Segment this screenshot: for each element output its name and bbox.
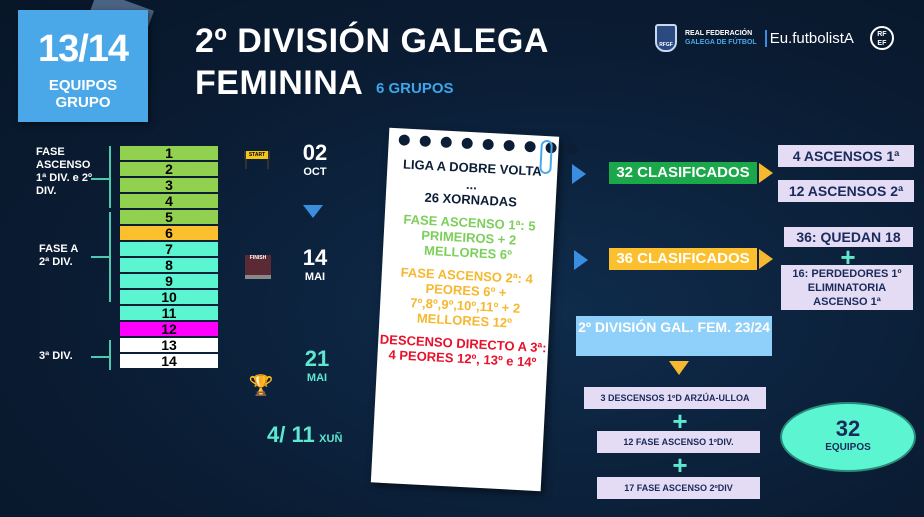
standings-row: 2 bbox=[120, 162, 218, 176]
next-season-box: 2º DIVISIÓN GAL. FEM. 23/24 bbox=[576, 316, 772, 356]
arrow-down-icon bbox=[303, 205, 323, 218]
total-teams-ellipse: 32 EQUIPOS bbox=[780, 402, 916, 472]
fase-ascenso-2-box: 17 FASE ASCENSO 2ºDIV bbox=[597, 477, 760, 499]
rfgf-badge-text: RFGF bbox=[659, 42, 673, 48]
plus-icon: + bbox=[840, 242, 856, 272]
plus-icon: + bbox=[672, 450, 688, 480]
standings-row: 4 bbox=[120, 194, 218, 208]
total-label: EQUIPOS bbox=[825, 442, 871, 453]
standings-row: 7 bbox=[120, 242, 218, 256]
group-label-fase-a: FASE A 2ª DIV. bbox=[39, 243, 78, 268]
badge-number: 13/14 bbox=[37, 28, 129, 70]
rfgf-name: REAL FEDERACIÓN bbox=[685, 30, 753, 37]
arrow-right-icon bbox=[759, 249, 773, 269]
arrow-right-icon bbox=[572, 164, 586, 184]
bracket-tick bbox=[91, 178, 109, 180]
final-month: XUÑ bbox=[319, 433, 343, 445]
rfgf-logo: RFGF bbox=[655, 24, 677, 52]
title-line2: FEMININA bbox=[195, 64, 364, 102]
standings-row: 10 bbox=[120, 290, 218, 304]
qualified-36: 36 CLASIFICADOS bbox=[609, 248, 757, 270]
arrow-right-icon bbox=[574, 250, 588, 270]
group-label-ascenso: FASE ASCENSO 1ª DIV. e 2º DIV. bbox=[36, 146, 92, 197]
standings-row: 5 bbox=[120, 210, 218, 224]
date-day: 21 bbox=[304, 346, 330, 371]
badge-line1: EQUIPOS bbox=[48, 77, 118, 94]
eu-futbolista-logo: Eu.futbolistA bbox=[764, 29, 854, 47]
total-number: 32 bbox=[835, 416, 861, 441]
rfef-logo: RF EF bbox=[869, 26, 894, 50]
trophy-icon: 🏆 bbox=[248, 375, 274, 397]
fase-ascenso-1-box: 12 FASE ASCENSO 1ºDIV. bbox=[597, 431, 760, 453]
descensos-box: 3 DESCENSOS 1ºD ARZÚA-ULLOA bbox=[584, 387, 766, 409]
arrow-right-icon bbox=[759, 163, 773, 183]
bracket bbox=[109, 146, 111, 208]
perdedores-16: 16: PERDEDORES 1º ELIMINATORIA ASCENSO 1… bbox=[781, 265, 913, 310]
note-card: LIGA A DOBRE VOLTA ... 26 XORNADAS FASE … bbox=[370, 127, 578, 492]
qualified-32: 32 CLASIFICADOS bbox=[609, 162, 757, 184]
plus-icon: + bbox=[672, 406, 688, 436]
ascensos-2: 12 ASCENSOS 2ª bbox=[778, 180, 914, 202]
note-descenso: DESCENSO DIRECTO A 3ª: 4 PEORES 12º, 13º… bbox=[379, 331, 547, 370]
rfef-text: RF EF bbox=[877, 31, 887, 47]
standings-row: 11 bbox=[120, 306, 218, 320]
date-final: 4/ 11 XUÑ bbox=[267, 422, 342, 448]
final-days: 4/ 11 bbox=[267, 422, 315, 447]
date-day: 14 bbox=[302, 245, 328, 270]
rfgf-name2: GALEGA DE FÚTBOL bbox=[685, 39, 757, 46]
note-ascenso2: FASE ASCENSO 2ª: 4 PEORES 6º + 7º,8º,9º,… bbox=[400, 264, 534, 331]
quedan-18: 36: QUEDAN 18 bbox=[784, 227, 913, 247]
finish-text: FINISH bbox=[249, 255, 267, 261]
standings-row: 3 bbox=[120, 178, 218, 192]
standings-row: 14 bbox=[120, 354, 218, 368]
standings-row: 13 bbox=[120, 338, 218, 352]
finish-icon: FINISH bbox=[245, 255, 271, 279]
standings-row: 9 bbox=[120, 274, 218, 288]
groups-count: 6 GRUPOS bbox=[376, 80, 454, 97]
date-month: MAI bbox=[306, 372, 328, 384]
teams-per-group-badge: 13/14 EQUIPOS GRUPO bbox=[18, 10, 148, 122]
date-month: MAI bbox=[304, 271, 326, 283]
logos: RFGF REAL FEDERACIÓN GALEGA DE FÚTBOL Eu.… bbox=[655, 24, 894, 52]
standings-row: 6 bbox=[120, 226, 218, 240]
page-title: 2º DIVISIÓN GALEGA FEMININA bbox=[195, 20, 549, 104]
start-icon-posts bbox=[245, 159, 269, 169]
bracket bbox=[109, 340, 111, 370]
start-text: START bbox=[248, 152, 266, 158]
bracket-tick bbox=[91, 256, 109, 258]
date-month: OCT bbox=[303, 166, 327, 178]
bracket-tick bbox=[91, 356, 109, 358]
title-line1: 2º DIVISIÓN GALEGA bbox=[195, 22, 549, 60]
note-ascenso1: FASE ASCENSO 1ª: 5 PRIMEIROS + 2 MELLORE… bbox=[403, 211, 536, 263]
ascensos-1: 4 ASCENSOS 1ª bbox=[778, 145, 914, 167]
standings-row: 1 bbox=[120, 146, 218, 160]
date-day: 02 bbox=[302, 140, 328, 165]
badge-line2: GRUPO bbox=[55, 94, 111, 111]
standings-row: 8 bbox=[120, 258, 218, 272]
bracket bbox=[109, 212, 111, 302]
start-icon: START bbox=[244, 151, 270, 159]
standings-row: 12 bbox=[120, 322, 218, 336]
group-label-3div: 3ª DIV. bbox=[39, 350, 73, 362]
paperclip-icon bbox=[539, 139, 553, 175]
arrow-down-icon bbox=[669, 361, 689, 375]
